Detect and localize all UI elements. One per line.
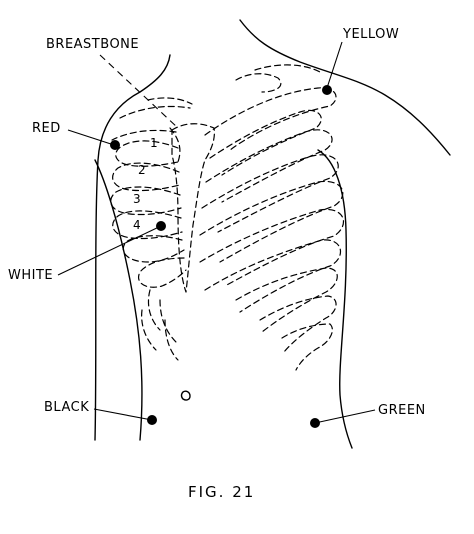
figure-caption: FIG. 21 <box>188 483 256 501</box>
rib-number-2: 2 <box>138 163 146 177</box>
white-leader <box>57 225 162 276</box>
white-label: WHITE <box>8 268 54 283</box>
torso-outline <box>94 19 451 449</box>
rib-number-1: 1 <box>150 136 158 150</box>
sternum <box>169 123 215 293</box>
yellow-electrode-dot <box>322 85 332 95</box>
black-label: BLACK <box>44 400 90 415</box>
black-electrode-dot <box>147 415 157 425</box>
green-leader <box>314 409 376 424</box>
rib-number-3: 3 <box>133 192 141 206</box>
yellow-label: YELLOW <box>343 27 400 42</box>
left-ribs <box>110 97 193 361</box>
red-leader <box>67 129 115 146</box>
red-label: RED <box>32 121 61 136</box>
green-electrode-dot <box>310 418 320 428</box>
white-electrode-dot <box>156 221 166 231</box>
breastbone-leader <box>99 54 179 129</box>
green-label: GREEN <box>378 403 426 418</box>
rib-number-4: 4 <box>133 218 141 232</box>
right-ribs <box>199 64 344 371</box>
black-leader <box>93 408 153 421</box>
red-electrode-dot <box>110 140 120 150</box>
breastbone-label: BREASTBONE <box>46 37 140 52</box>
yellow-leader <box>326 41 343 89</box>
